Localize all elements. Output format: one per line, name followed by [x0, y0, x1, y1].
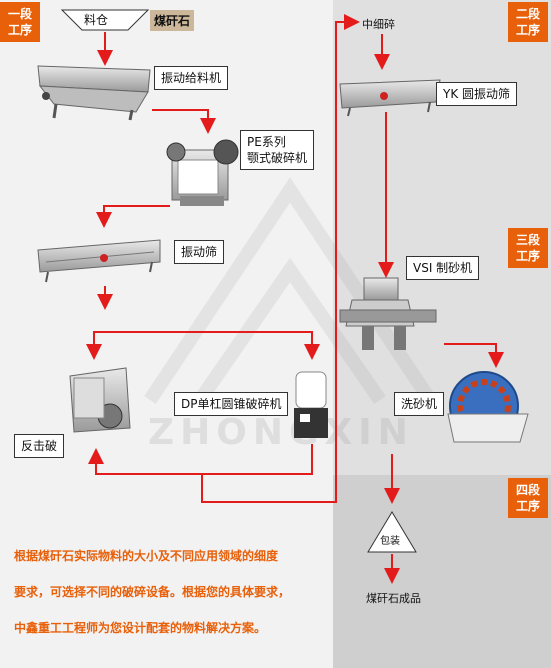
stage-1-line2: 工序 — [7, 23, 32, 37]
vsi-sand-maker-icon — [339, 277, 437, 350]
hopper-icon — [60, 9, 150, 31]
stage-4-line1: 四段 — [515, 483, 540, 497]
stage-badge-4: 四段 工序 — [508, 478, 548, 518]
vibrating-screen-icon — [37, 239, 161, 283]
note-line-3: 中鑫重工工程师为您设计配套的物料解决方案。 — [14, 621, 267, 635]
vibrating-feeder-icon — [37, 65, 151, 121]
vibrating-feeder-label: 振动给料机 — [154, 66, 229, 90]
stage-3-line1: 三段 — [515, 233, 540, 247]
stage-1-line1: 一段 — [7, 7, 32, 21]
jaw-crusher-label-line2: 颚式破碎机 — [247, 151, 308, 165]
note-line-1: 根据煤矸石实际物料的大小及不同应用领域的细度 — [14, 549, 279, 563]
stage-badge-1: 一段 工序 — [0, 2, 40, 42]
stage-2-line1: 二段 — [515, 7, 540, 21]
vsi-sand-maker-label: VSI 制砂机 — [406, 256, 480, 280]
impact-crusher-icon — [69, 367, 131, 433]
yk-screen-label: YK 圆振动筛 — [436, 82, 518, 106]
packaging-icon — [367, 511, 417, 553]
sand-washer-label: 洗砂机 — [394, 392, 445, 416]
jaw-crusher-label-line1: PE系列 — [247, 135, 286, 149]
material-tag: 煤矸石 — [150, 10, 195, 31]
stage-badge-3: 三段 工序 — [508, 228, 548, 268]
jaw-crusher-icon — [166, 139, 239, 206]
stage-3-line2: 工序 — [515, 249, 540, 263]
final-product-label: 煤矸石成品 — [366, 592, 421, 605]
stage-badge-2: 二段 工序 — [508, 2, 548, 42]
hopper-label: 料仓 — [84, 13, 109, 27]
watermark-text: ZHONGXIN — [148, 412, 414, 453]
vibrating-screen-label: 振动筛 — [174, 240, 225, 264]
cone-crusher-icon — [294, 371, 328, 438]
note-line-2: 要求，可选择不同的破碎设备。根据您的具体要求， — [14, 585, 291, 599]
stage-2-line2: 工序 — [515, 23, 540, 37]
sand-washer-icon — [447, 371, 529, 443]
impact-crusher-label: 反击破 — [14, 434, 65, 458]
yk-screen-icon — [339, 79, 441, 117]
flow-arrows — [86, 14, 504, 584]
medium-fine-label: 中细碎 — [362, 18, 395, 31]
stage-4-line2: 工序 — [515, 499, 540, 513]
cone-crusher-label: DP单杠圆锥破碎机 — [174, 392, 289, 416]
jaw-crusher-label: PE系列 颚式破碎机 — [240, 130, 315, 170]
packaging-label: 包装 — [380, 536, 400, 547]
solution-note: 根据煤矸石实际物料的大小及不同应用领域的细度 要求，可选择不同的破碎设备。根据您… — [14, 538, 344, 646]
